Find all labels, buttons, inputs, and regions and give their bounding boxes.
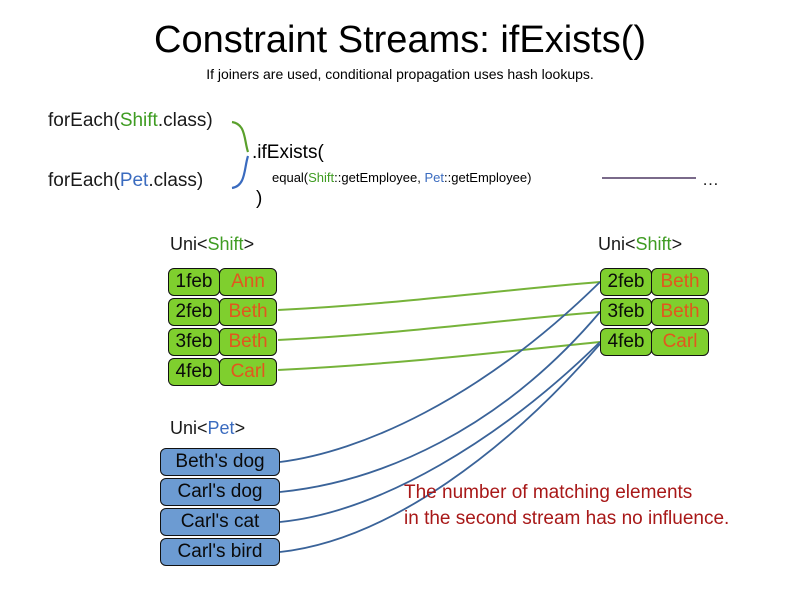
code-if-exists: .ifExists( (252, 142, 324, 163)
green-connectors (277, 281, 601, 371)
cell-date: 2feb (600, 268, 652, 296)
code-equal-separator: , (417, 170, 425, 185)
cell-employee: Beth (651, 268, 709, 296)
cell-employee: Beth (219, 298, 277, 326)
code-foreach-pet-suffix: .class) (148, 170, 204, 191)
code-equal-suffix: ) (527, 170, 532, 185)
page-title: Constraint Streams: ifExists() (154, 19, 646, 61)
cell-employee: Carl (651, 328, 709, 356)
brace-lower-arm (231, 155, 250, 190)
code-foreach-shift-type: Shift (119, 110, 158, 131)
list-item[interactable]: Beth's dog (160, 448, 280, 476)
annotation-line-1: The number of matching elements (404, 482, 693, 503)
code-equal-joiner: equal(Shift::getEmployee, Pet::getEmploy… (272, 170, 531, 185)
connector-2feb (277, 281, 601, 311)
brace-upper-arm (231, 120, 250, 153)
code-equal-right-type: Pet (424, 170, 445, 185)
cell-date: 1feb (168, 268, 220, 296)
cell-date: 4feb (600, 328, 652, 356)
connector-3feb (277, 311, 601, 341)
list-item[interactable]: Carl's bird (160, 538, 280, 566)
label-pet-stream: Uni<Pet> (170, 418, 245, 439)
label-right-shift-suffix: > (671, 234, 683, 254)
cell-pet-name: Carl's bird (160, 538, 280, 566)
label-right-shift-stream: Uni<Shift> (598, 234, 682, 255)
cell-date: 3feb (168, 328, 220, 356)
label-left-shift-stream: Uni<Shift> (170, 234, 254, 255)
list-item[interactable]: Carl's dog (160, 478, 280, 506)
page-subtitle: If joiners are used, conditional propaga… (206, 66, 594, 82)
label-left-shift-suffix: > (243, 234, 255, 254)
label-left-shift-type: Shift (207, 234, 244, 254)
label-right-shift-type: Shift (635, 234, 672, 254)
connector-4feb (277, 341, 601, 371)
cell-date: 4feb (168, 358, 220, 386)
cell-pet-name: Carl's dog (160, 478, 280, 506)
label-pet-suffix: > (234, 418, 246, 438)
label-left-shift-prefix: Uni< (170, 234, 208, 254)
code-foreach-shift-prefix: forEach( (48, 110, 120, 131)
cell-employee: Carl (219, 358, 277, 386)
code-foreach-pet: forEach(Pet.class) (48, 170, 203, 192)
code-foreach-pet-prefix: forEach( (48, 170, 120, 191)
connector-carls-dog (279, 311, 601, 493)
cell-pet-name: Carl's cat (160, 508, 280, 536)
annotation-note: The number of matching elements in the s… (404, 480, 729, 532)
label-right-shift-prefix: Uni< (598, 234, 636, 254)
cell-employee: Beth (219, 328, 277, 356)
list-item[interactable]: Carl's cat (160, 508, 280, 536)
code-foreach-shift: forEach(Shift.class) (48, 110, 213, 132)
code-equal-right-ref: ::getEmployee (444, 170, 528, 185)
code-equal-left-ref: ::getEmployee (334, 170, 418, 185)
annotation-line-2: in the second stream has no influence. (404, 508, 730, 529)
cell-employee: Beth (651, 298, 709, 326)
cell-date: 2feb (168, 298, 220, 326)
code-equal-left-type: Shift (308, 170, 335, 185)
label-pet-prefix: Uni< (170, 418, 208, 438)
code-close-paren: ) (256, 188, 263, 209)
code-foreach-pet-type: Pet (119, 170, 149, 191)
cell-date: 3feb (600, 298, 652, 326)
code-ellipsis: … (702, 170, 720, 189)
cell-employee: Ann (219, 268, 277, 296)
code-foreach-shift-suffix: .class) (157, 110, 213, 131)
code-equal-prefix: equal( (272, 170, 309, 185)
label-pet-type: Pet (207, 418, 235, 438)
cell-pet-name: Beth's dog (160, 448, 280, 476)
connector-beths-dog (279, 281, 601, 463)
